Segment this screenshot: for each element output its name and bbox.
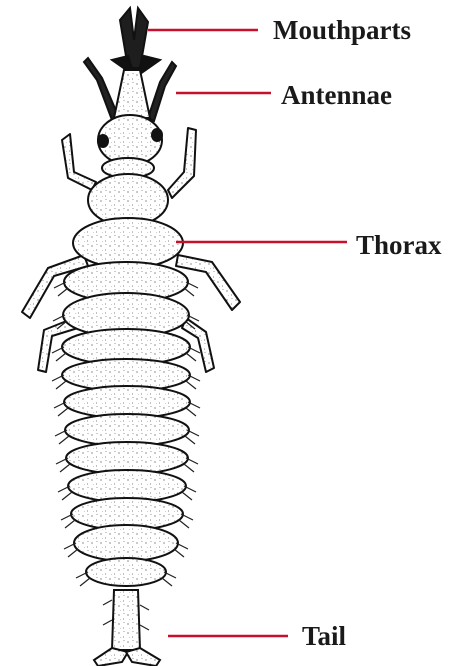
body-segment [86,558,166,586]
bristle [56,353,66,361]
bristle [184,464,194,472]
bristle [186,408,196,416]
bristle [60,464,70,472]
bristle [56,381,66,389]
label-mouthparts: Mouthparts [273,17,411,44]
bristle [103,600,112,605]
bristle [186,353,196,361]
body-segment [74,525,178,561]
body-segment [73,218,183,268]
antenna-left [84,58,119,120]
bristle [65,520,75,528]
bristle [59,436,69,444]
bristle [80,578,90,586]
bristle [179,520,189,528]
eye-right [151,128,163,142]
bristle [140,625,149,630]
bristle [182,492,192,500]
bristle [58,288,68,296]
bristle [174,549,184,557]
bristle [162,578,172,586]
bristle [186,381,196,389]
antenna-right [148,62,176,121]
bristle [184,288,194,296]
label-thorax: Thorax [356,232,442,259]
label-antennae: Antennae [281,82,392,109]
bristle [62,492,72,500]
eye-left [97,134,109,148]
leg [62,134,96,190]
head [97,115,163,178]
bristle [103,620,112,625]
bristle [58,408,68,416]
tail-structure [94,590,160,666]
bristle [140,605,149,610]
leg [168,128,196,198]
body-segments [62,174,190,586]
label-tail: Tail [302,623,346,650]
bristle [185,436,195,444]
bristle [68,549,78,557]
